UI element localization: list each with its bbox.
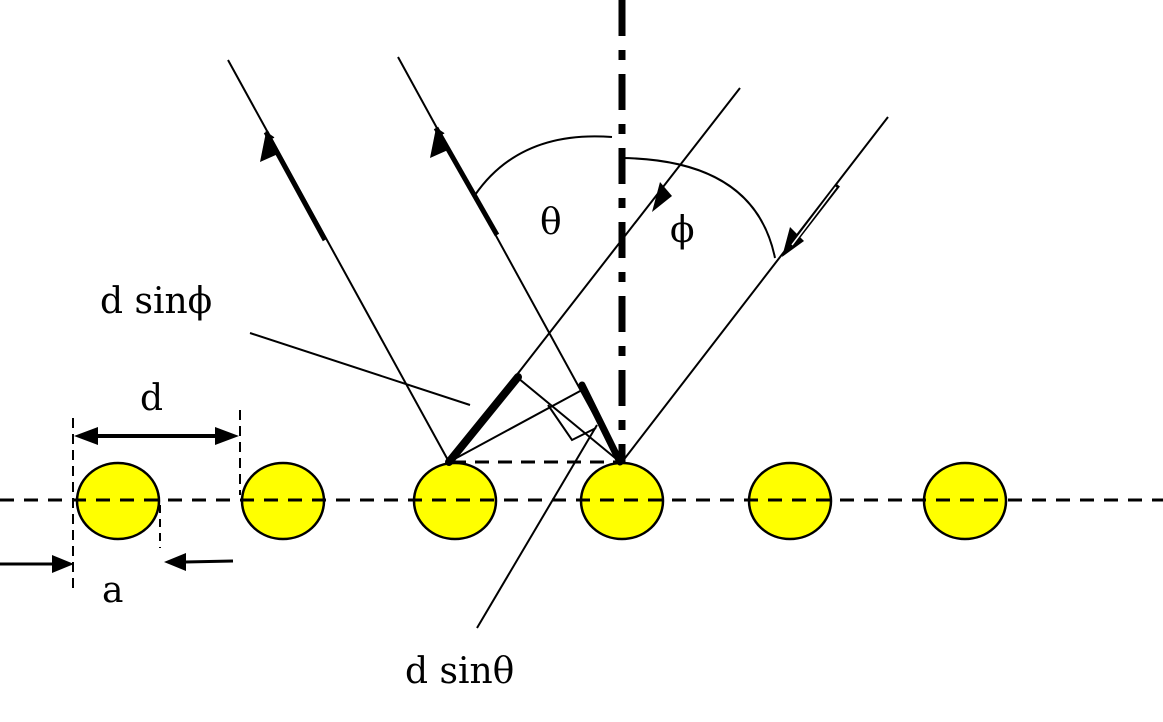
leader-d-sin-theta xyxy=(476,424,598,629)
atom xyxy=(240,461,326,541)
perpendicular-line xyxy=(448,389,583,463)
arrowhead-icon xyxy=(164,553,186,571)
arrowhead-icon xyxy=(74,427,98,445)
scattered-arrow-2 xyxy=(433,126,500,237)
phi-arc xyxy=(621,157,776,259)
right-angle-mark xyxy=(547,404,597,442)
d-label: d xyxy=(140,378,163,419)
arrowhead-icon xyxy=(652,182,672,212)
incident-ray-2 xyxy=(621,116,889,463)
scattered-arrow-1 xyxy=(263,130,328,242)
arrowhead-icon xyxy=(260,132,278,162)
perpendicular-line xyxy=(517,377,621,463)
theta-arc xyxy=(474,135,613,196)
leader-d-sin-phi xyxy=(249,332,471,406)
arrowhead-icon xyxy=(215,427,239,445)
theta-label: θ xyxy=(540,202,562,243)
a-dimension-arrow-right xyxy=(184,559,234,564)
d-sin-theta-label: d sinθ xyxy=(405,651,514,692)
path-diff-theta-segment xyxy=(578,381,624,466)
arrowhead-icon xyxy=(52,555,74,573)
arrowhead-icon xyxy=(430,128,448,158)
phi-label: ϕ xyxy=(670,210,695,251)
a-label: a xyxy=(102,570,123,611)
path-diff-phi-segment xyxy=(445,373,522,466)
scattered-ray-1 xyxy=(227,59,450,463)
d-sin-phi-label: d sinϕ xyxy=(100,281,212,322)
